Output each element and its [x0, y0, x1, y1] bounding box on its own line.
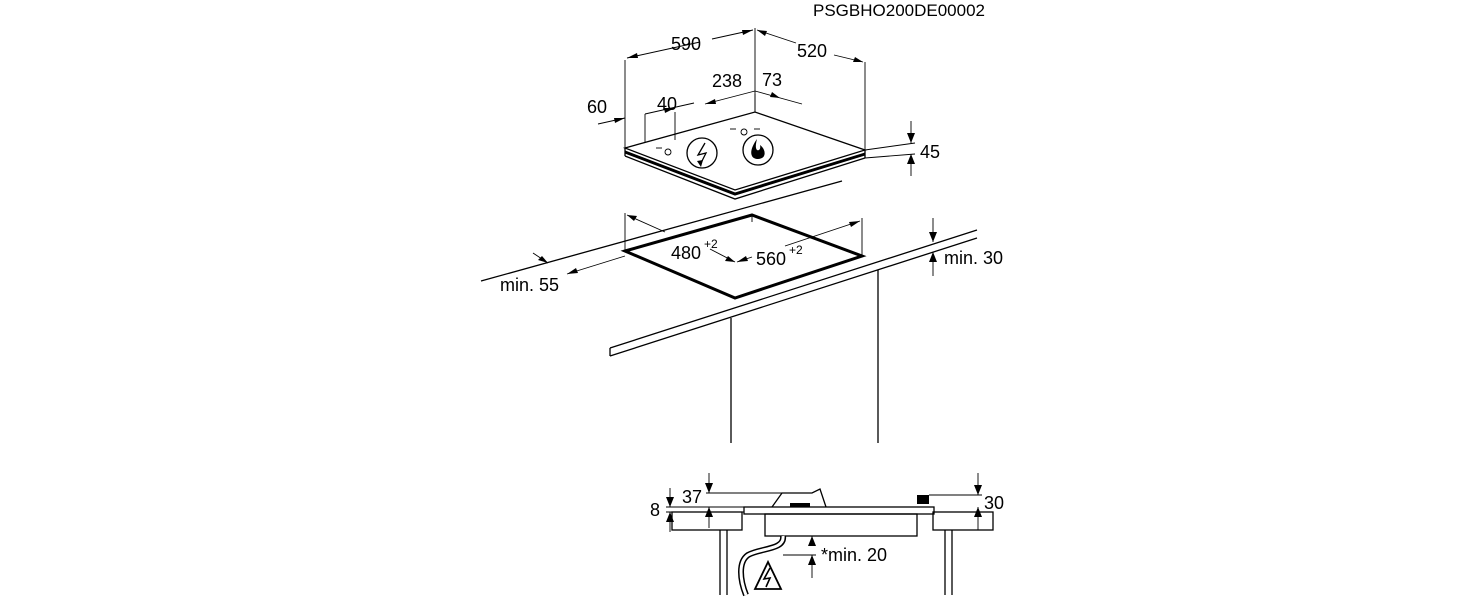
dimension-label-238: 238: [712, 71, 742, 91]
dimension-cutout-depth: 480 +2: [626, 214, 736, 263]
dimension-label-8: 8: [650, 500, 660, 520]
tolerance-label-560: +2: [789, 243, 803, 257]
dimension-min-clearance: *min. 20: [783, 536, 887, 578]
electric-hazard-warning-icon: [753, 559, 783, 590]
dimension-hob-width: 590: [624, 28, 756, 148]
dimension-label-30: 30: [984, 493, 1004, 513]
dimension-label-40: 40: [657, 94, 677, 114]
dimension-hob-depth: 520: [756, 29, 866, 150]
dimension-section-30: 30: [929, 473, 1004, 530]
electric-symbol-icon: [686, 137, 718, 169]
gas-flame-symbol-icon: [742, 134, 774, 166]
document-code: PSGBHO200DE00002: [813, 1, 985, 20]
dimension-label-37: 37: [682, 487, 702, 507]
section-view: [671, 488, 994, 597]
dimension-controls-offset: 238 73: [704, 70, 803, 112]
dimension-label-73: 73: [762, 70, 782, 90]
dimension-label-560: 560: [756, 249, 786, 269]
dimension-label-480: 480: [671, 243, 701, 263]
dimension-label-45: 45: [920, 142, 940, 162]
tolerance-label-480: +2: [704, 237, 718, 251]
label-min-20: *min. 20: [821, 545, 887, 565]
dimension-label-590: 590: [671, 34, 701, 54]
dimension-hob-height: 45: [864, 121, 940, 176]
worktop: [480, 180, 978, 443]
control-knob-markings: [656, 128, 760, 156]
dimension-side-offsets: 60 40: [587, 94, 695, 142]
dimension-min-front-distance: min. 55: [500, 252, 626, 295]
dimension-label-520: 520: [797, 41, 827, 61]
label-min-30: min. 30: [944, 248, 1003, 268]
cutout-opening: [620, 213, 867, 300]
dimension-section-37: 37: [682, 473, 782, 528]
dimension-cutout-width: 560 +2: [736, 220, 861, 269]
dimension-label-60: 60: [587, 97, 607, 117]
dimension-min-worktop-thickness: min. 30: [929, 218, 1003, 276]
dimension-section-8: 8: [650, 488, 744, 532]
hob-unit: [622, 111, 868, 200]
label-min-55: min. 55: [500, 275, 559, 295]
